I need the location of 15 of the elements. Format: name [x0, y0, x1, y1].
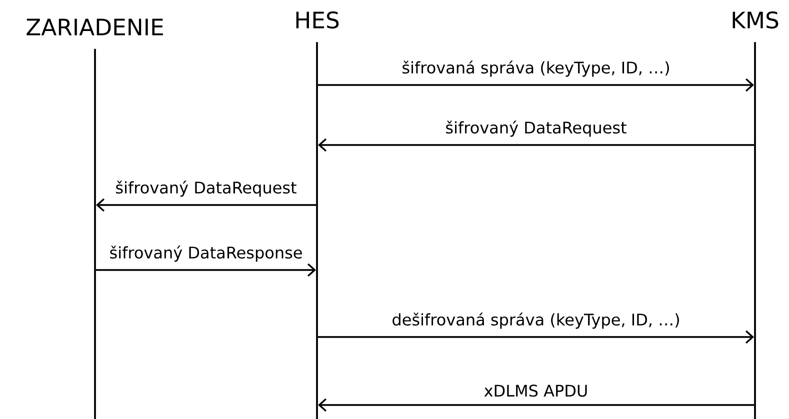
participant-label: HES [296, 11, 339, 29]
arrow [318, 330, 754, 344]
edge-label: dešifrovaná správa (keyType, ID, …) [390, 311, 682, 330]
arrow [318, 78, 754, 92]
participant-label: ZARIADENIE [26, 18, 163, 36]
arrow [96, 198, 316, 212]
arrow [318, 398, 754, 412]
arrow [96, 263, 316, 277]
edge-label: šifrovaný DataRequest [444, 119, 628, 138]
edge-label: šifrovaný DataRequest [114, 179, 298, 198]
arrow [318, 138, 754, 152]
edge-label: šifrovaný DataResponse [108, 244, 304, 264]
edge-label: šifrovaná správa (keyType, ID, …) [400, 59, 672, 78]
edge-label: xDLMS APDU [482, 383, 590, 398]
participant-label: KMS [732, 11, 778, 29]
